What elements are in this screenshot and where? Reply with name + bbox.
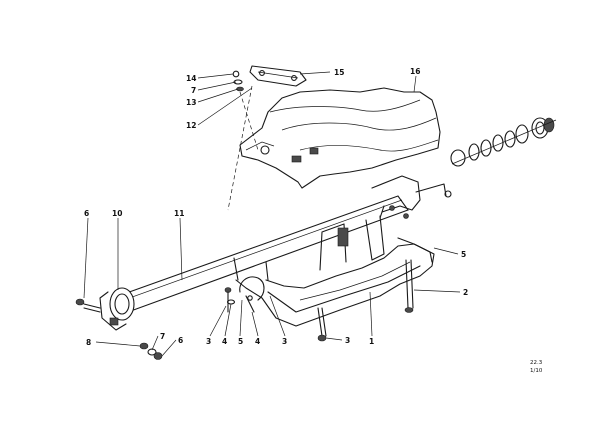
- callout-14: 14: [186, 74, 196, 83]
- callout-3-c: 3: [345, 336, 350, 345]
- callout-2: 2: [463, 288, 468, 297]
- callout-4-b: 4: [255, 337, 260, 346]
- callout-15: 15: [334, 68, 344, 77]
- callout-6-bottom: 6: [178, 336, 183, 345]
- lower-fasteners: [224, 287, 236, 313]
- drawing-code-line1: 22.3: [530, 360, 543, 366]
- leader-lines: [83, 71, 461, 357]
- callout-labels: 14 7 13 12 15 16 6 10 11 5 2 3 4 5 4 3 3…: [84, 67, 468, 347]
- nut-washer-set: [139, 342, 163, 360]
- bearing-washer-stack: [450, 117, 557, 167]
- housing-bolt: [404, 259, 414, 313]
- callout-7-top: 7: [191, 86, 196, 95]
- center-bolt: [317, 307, 327, 342]
- callout-3-a: 3: [206, 337, 211, 346]
- callout-4-a: 4: [222, 337, 227, 346]
- bolt-washer-stack: [227, 70, 259, 211]
- callout-7-bottom: 7: [160, 332, 165, 341]
- callout-5-right: 5: [461, 250, 466, 259]
- callout-13: 13: [186, 98, 196, 107]
- callout-12: 12: [186, 121, 196, 130]
- drawing-code: 22.3 1/10: [530, 360, 543, 374]
- bearing-bracket: [371, 175, 452, 219]
- callout-6-left: 6: [84, 209, 89, 218]
- tube-clamp-strap: [239, 276, 265, 313]
- callout-3-b: 3: [282, 337, 287, 346]
- clamp-bracket: [249, 65, 307, 87]
- callout-1: 1: [369, 337, 374, 346]
- callout-11: 11: [174, 209, 184, 218]
- callout-5-bottom: 5: [238, 337, 243, 346]
- collar-bolt: [75, 298, 101, 313]
- callout-8: 8: [86, 338, 91, 347]
- lower-column-housing: [233, 215, 435, 327]
- callout-10: 10: [112, 209, 122, 218]
- tube-end-collar: [99, 287, 135, 331]
- drawing-code-line2: 1/10: [530, 368, 543, 374]
- callout-16: 16: [410, 67, 420, 76]
- upper-column-cover: [239, 87, 441, 189]
